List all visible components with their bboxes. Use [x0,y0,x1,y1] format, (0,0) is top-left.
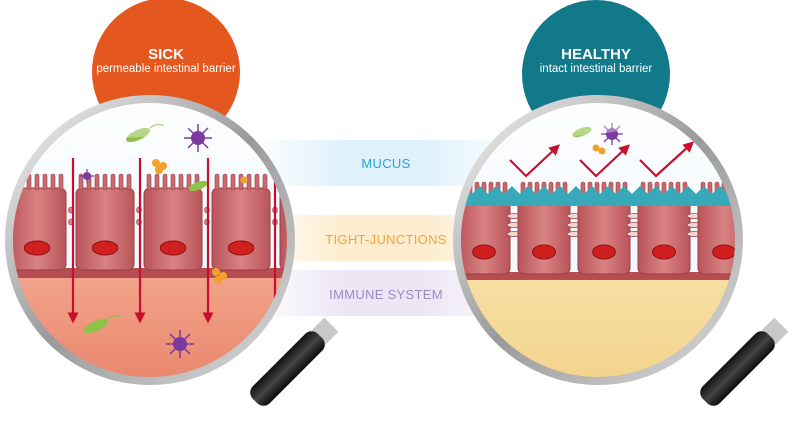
microbes-healthy [572,123,623,155]
mucus-layer [460,186,736,206]
immune-system-label: IMMUNE SYSTEM [329,287,443,302]
epithelial-cells-sick [12,173,288,278]
sick-subtitle: permeable intestinal barrier [96,63,236,75]
healthy-magnifier [453,95,789,406]
healthy-badge-text: HEALTHY intact intestinal barrier [526,46,666,75]
sick-title: SICK [148,46,184,63]
bounce-arrows [509,141,695,178]
epithelial-cell [75,173,142,271]
microbes-sick [80,123,248,358]
epithelial-cell [143,173,210,271]
healthy-magnifier-rim [453,95,743,385]
mucus-label: MUCUS [361,156,411,171]
sick-badge-text: SICK permeable intestinal barrier [96,46,236,75]
leak-arrows [67,158,281,324]
healthy-title: HEALTHY [561,46,631,63]
sick-magnifier-rim [5,95,295,385]
healthy-subtitle: intact intestinal barrier [539,63,653,75]
epithelial-cell [12,173,74,271]
sick-magnifier-handle [250,317,339,406]
healthy-magnifier-handle [700,317,789,406]
sick-magnifier [5,95,339,406]
tight-junctions-label: TIGHT-JUNCTIONS [325,232,447,247]
